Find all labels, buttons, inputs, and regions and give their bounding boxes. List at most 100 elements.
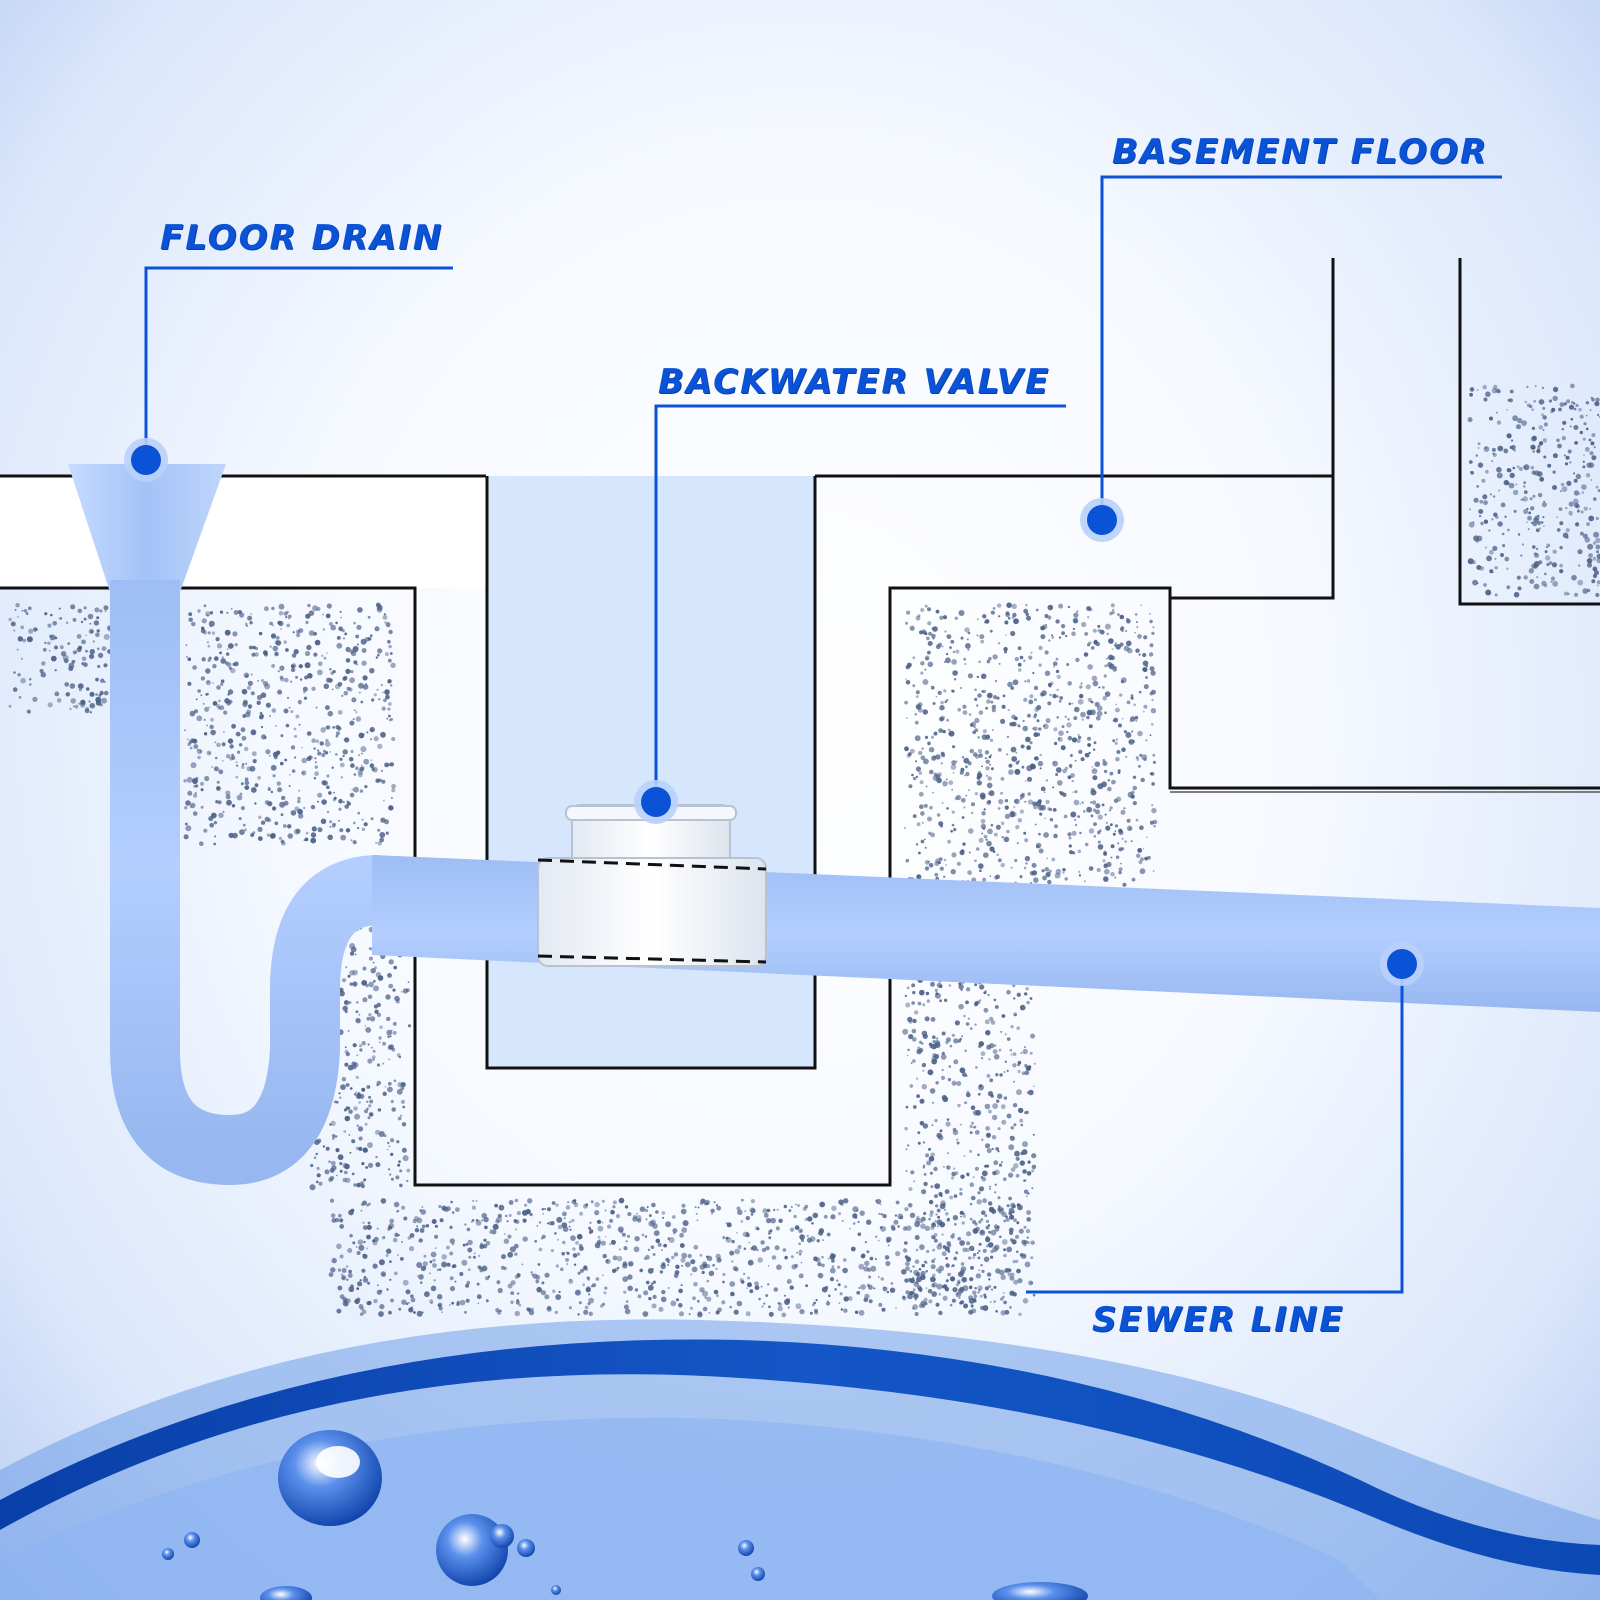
gravel-speck [647,1268,654,1274]
gravel-speck [1108,808,1112,812]
gravel-speck [1131,730,1134,733]
gravel-speck [897,1225,900,1228]
gravel-speck [905,1105,909,1109]
gravel-speck [231,755,236,760]
gravel-speck [1022,1048,1028,1055]
gravel-speck [917,614,921,618]
gravel-speck [1506,567,1509,570]
gravel-speck [322,628,325,631]
gravel-speck [1016,1250,1019,1254]
gravel-speck [988,657,992,661]
gravel-speck [1013,1163,1019,1169]
gravel-speck [222,731,225,734]
gravel-speck [831,1205,837,1212]
gravel-speck [823,1214,828,1219]
gravel-speck [211,766,214,768]
gravel-speck [322,613,325,616]
valve-pit [485,476,817,1070]
gravel-speck [72,618,77,622]
gravel-speck [1520,554,1523,557]
gravel-speck [270,764,277,771]
gravel-speck [190,762,197,769]
gravel-speck [195,698,198,701]
gravel-speck [1583,506,1588,511]
gravel-speck [345,1265,349,1268]
gravel-speck [939,615,944,620]
gravel-speck [317,792,323,798]
gravel-speck [385,831,389,835]
gravel-speck [1026,615,1031,621]
gravel-speck [65,692,71,697]
gravel-speck [942,780,948,787]
gravel-speck [387,679,392,684]
gravel-speck [1102,759,1106,762]
gravel-speck [922,1166,925,1169]
gravel-speck [595,1277,600,1281]
gravel-speck [1027,1192,1030,1195]
gravel-speck [287,833,294,839]
gravel-speck [925,785,928,788]
gravel-speck [401,1205,406,1210]
gravel-speck [321,780,327,786]
gravel-speck [1568,501,1574,507]
gravel-speck [499,1309,502,1313]
gravel-speck [397,1116,402,1121]
gravel-speck [1093,835,1097,838]
gravel-speck [950,830,953,833]
gravel-speck [364,785,368,789]
gravel-speck [906,717,908,719]
gravel-speck [373,1298,378,1304]
gravel-speck [1578,564,1581,567]
gravel-speck [946,778,948,781]
gravel-speck [498,1204,505,1211]
gravel-speck [211,631,216,635]
gravel-speck [695,1212,698,1215]
gravel-speck [858,1263,865,1270]
gravel-speck [452,1264,457,1268]
gravel-speck [389,652,393,655]
gravel-speck [1526,385,1529,389]
gravel-speck [212,664,217,669]
gravel-speck [56,698,62,703]
gravel-speck [1056,688,1059,692]
gravel-speck [1476,582,1479,584]
gravel-speck [877,1239,880,1242]
gravel-speck [979,1084,983,1088]
gravel-speck [906,610,911,615]
gravel-speck [232,662,236,666]
gravel-speck [317,1138,322,1144]
gravel-speck [290,710,294,714]
gravel-speck [372,1058,375,1061]
gravel-speck [960,1215,962,1218]
gravel-speck [1582,465,1586,469]
gravel-speck [290,680,293,683]
gravel-speck [980,1176,984,1179]
gravel-speck [1053,727,1058,732]
gravel-speck [541,1281,545,1285]
gravel-speck [338,807,342,811]
gravel-speck [400,1099,405,1104]
gravel-speck [87,613,94,620]
gravel-speck [1077,735,1082,740]
gravel-speck [681,1264,684,1267]
gravel-speck [609,1243,611,1246]
gravel-speck [309,1184,316,1191]
gravel-speck [895,1200,900,1205]
gravel-speck [902,1295,906,1299]
gravel-speck [1025,1228,1031,1234]
gravel-speck [905,1290,910,1295]
gravel-speck [1142,847,1145,850]
gravel-speck [1009,1275,1015,1281]
gravel-speck [1593,531,1600,538]
gravel-speck [306,731,312,736]
gravel-speck [916,822,921,827]
gravel-speck [850,1246,856,1252]
gravel-speck [993,998,997,1002]
gravel-speck [270,790,274,794]
gravel-speck [1041,869,1045,873]
gravel-speck [1093,822,1097,826]
gravel-speck [1136,758,1140,761]
gravel-speck [367,1058,373,1064]
gravel-speck [1142,667,1148,673]
gravel-speck [993,832,998,837]
